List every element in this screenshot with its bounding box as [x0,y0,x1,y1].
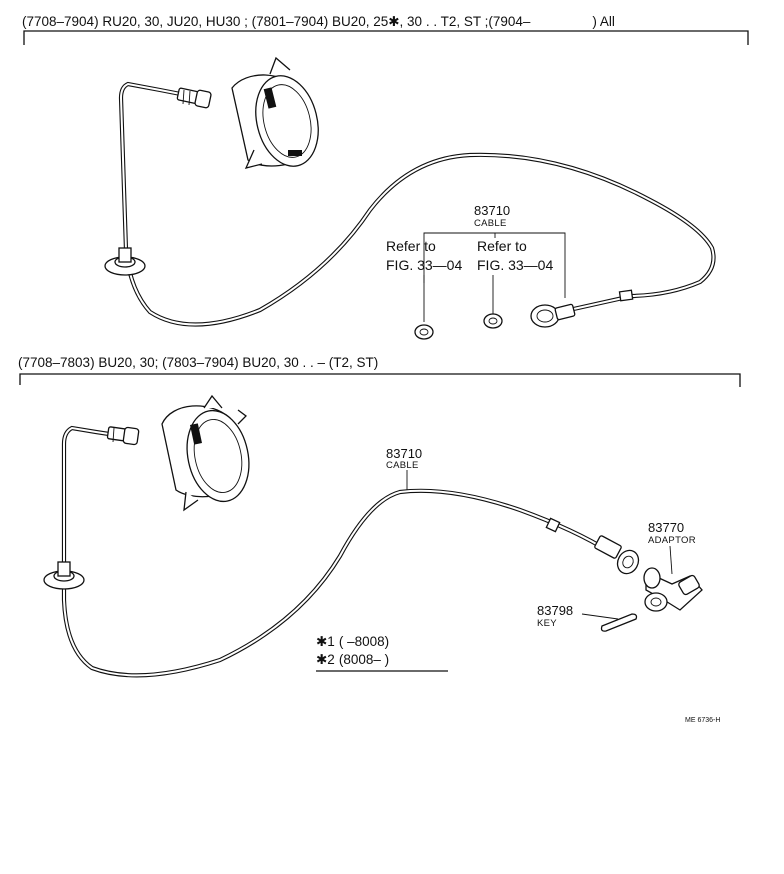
key-leader [581,613,619,620]
bushing-right [483,313,503,329]
bottom-cable-number: 83710 [386,446,422,461]
refer-right-line1: Refer to [477,238,527,254]
refer-left-line1: Refer to [386,238,436,254]
note-1: ✱1( –8008) [316,634,389,649]
refer-right-line2: FIG. 33—04 [477,257,553,273]
bottom-section-bracket [19,373,741,387]
cable-top-line [118,81,716,327]
grommet-bottom [43,561,85,590]
speedometer-housing-bottom [161,394,250,512]
speedometer-housing-top [231,56,319,169]
cable-end-fitting-top [530,289,634,328]
bottom-header-text: (7708–7803) BU20, 30; (7803–7904) BU20, … [18,355,378,370]
top-cable-number: 83710 [474,203,510,218]
cable-connector-bottom [106,426,140,446]
cable-connector-top [176,87,212,109]
adaptor-leader [669,545,673,575]
bushing-left [414,324,434,340]
grommet-top [104,247,146,276]
notes-block: ✱1( –8008) ✱2(8008– ) [316,634,448,672]
refer-left-line2: FIG. 33—04 [386,257,462,273]
bottom-cable-name: CABLE [386,460,419,471]
adaptor-part [643,567,703,612]
key-part [600,613,638,632]
top-header-text: (7708–7904) RU20, 30, JU20, HU30 ; (7801… [22,14,615,29]
cable-end-fitting-bottom [545,517,640,575]
drawing-code: ME 6736-H [685,717,720,724]
cable-bottom-line [61,425,613,678]
adaptor-number: 83770 [648,520,684,535]
note-2: ✱2(8008– ) [316,652,389,667]
key-name: KEY [537,618,557,629]
top-cable-leader [423,232,566,298]
key-number: 83798 [537,603,573,618]
top-cable-name: CABLE [474,218,507,229]
adaptor-name: ADAPTOR [648,535,696,546]
top-section-bracket [23,30,749,45]
